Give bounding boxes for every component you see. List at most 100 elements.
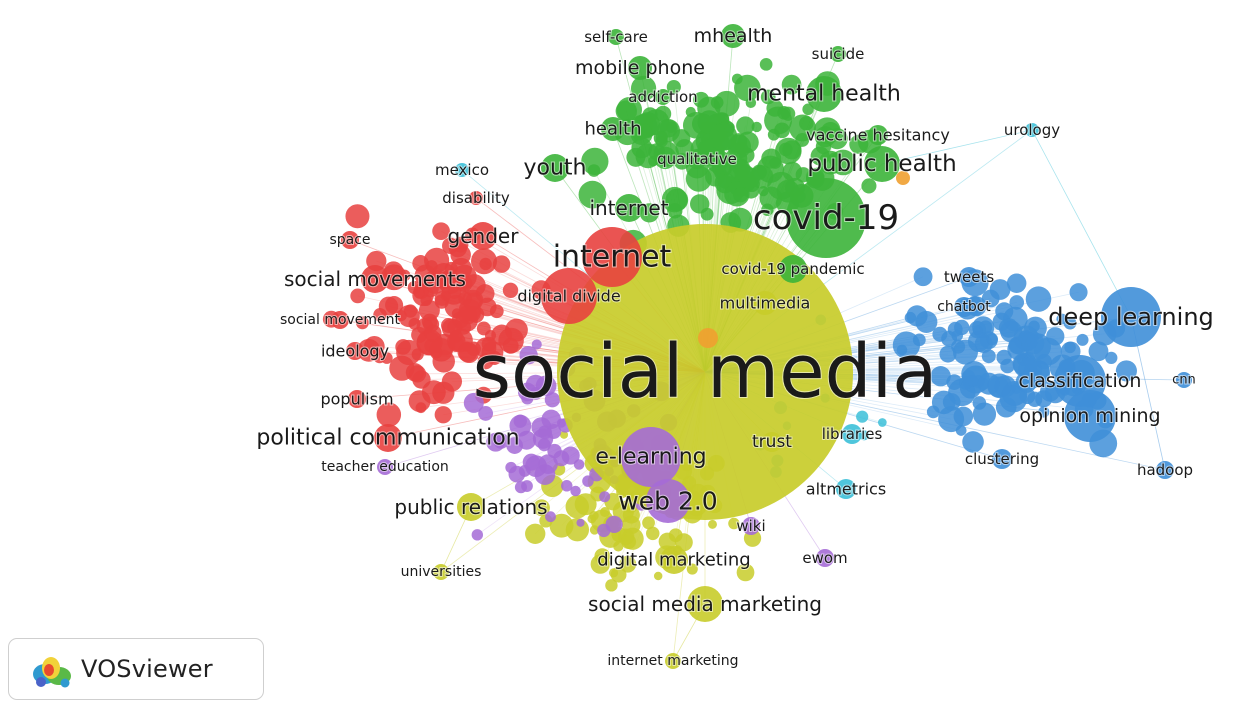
term-node[interactable] bbox=[456, 319, 472, 335]
term-node[interactable] bbox=[856, 410, 869, 423]
node-altmetrics[interactable] bbox=[836, 479, 856, 499]
term-node[interactable] bbox=[685, 106, 696, 118]
term-node[interactable] bbox=[621, 515, 641, 535]
term-node[interactable] bbox=[513, 414, 527, 428]
term-node[interactable] bbox=[517, 430, 537, 450]
term-node[interactable] bbox=[541, 409, 561, 430]
node-teacher-education[interactable] bbox=[377, 459, 393, 475]
term-label-opinion-mining[interactable]: opinion mining bbox=[1018, 404, 1161, 428]
term-node[interactable] bbox=[995, 302, 1014, 321]
node-web-2-0[interactable] bbox=[646, 479, 690, 523]
term-node[interactable] bbox=[953, 406, 974, 427]
term-label-disability[interactable]: disability bbox=[441, 188, 511, 208]
term-node[interactable] bbox=[709, 122, 738, 151]
term-node[interactable] bbox=[589, 525, 600, 535]
term-node[interactable] bbox=[395, 339, 411, 355]
term-node[interactable] bbox=[642, 107, 658, 123]
term-label-ewom[interactable]: ewom bbox=[801, 548, 848, 568]
term-node[interactable] bbox=[502, 337, 519, 354]
term-label-health[interactable]: health bbox=[584, 118, 643, 141]
term-node[interactable] bbox=[654, 105, 672, 123]
term-node[interactable] bbox=[989, 279, 1011, 300]
term-node[interactable] bbox=[639, 203, 659, 223]
term-node[interactable] bbox=[946, 374, 963, 390]
node-mhealth[interactable] bbox=[721, 24, 745, 48]
term-label-space[interactable]: space bbox=[328, 231, 371, 249]
term-node[interactable] bbox=[1021, 331, 1045, 355]
term-node[interactable] bbox=[675, 139, 694, 158]
term-node[interactable] bbox=[734, 74, 761, 102]
term-node[interactable] bbox=[1025, 286, 1052, 312]
node-digital-divide[interactable] bbox=[541, 268, 597, 324]
term-label-cnn[interactable]: cnn bbox=[1171, 372, 1197, 389]
term-node[interactable] bbox=[545, 511, 556, 523]
node-e-learning[interactable] bbox=[621, 427, 681, 487]
term-label-clustering[interactable]: clustering bbox=[964, 449, 1040, 469]
term-node[interactable] bbox=[355, 316, 369, 330]
term-node[interactable] bbox=[533, 499, 550, 517]
term-node[interactable] bbox=[666, 79, 681, 95]
term-label-covid-19[interactable]: covid-19 bbox=[752, 197, 900, 239]
term-node[interactable] bbox=[621, 534, 637, 549]
node-libraries[interactable] bbox=[842, 424, 862, 444]
term-node[interactable] bbox=[471, 529, 484, 541]
node-space[interactable] bbox=[341, 231, 359, 249]
term-node[interactable] bbox=[1006, 273, 1027, 294]
term-node[interactable] bbox=[525, 523, 546, 544]
term-label-qualitative[interactable]: qualitative bbox=[656, 149, 738, 169]
term-label-chatbot[interactable]: chatbot bbox=[936, 298, 992, 316]
node-covid-19-pandemic[interactable] bbox=[779, 255, 807, 283]
term-node[interactable] bbox=[486, 432, 506, 452]
term-label-social-media-marketing[interactable]: social media marketing bbox=[587, 591, 823, 617]
term-node[interactable] bbox=[502, 282, 519, 298]
term-node[interactable] bbox=[781, 74, 802, 95]
term-label-e-learning[interactable]: e-learning bbox=[594, 444, 707, 471]
term-node[interactable] bbox=[713, 90, 740, 117]
term-node[interactable] bbox=[610, 566, 627, 583]
term-label-youth[interactable]: youth bbox=[523, 155, 588, 182]
term-node[interactable] bbox=[955, 425, 967, 436]
term-label-social-movement[interactable]: social movement bbox=[279, 311, 402, 329]
term-node[interactable] bbox=[913, 267, 933, 287]
term-node[interactable] bbox=[450, 244, 471, 266]
term-node[interactable] bbox=[424, 247, 450, 273]
term-node[interactable] bbox=[508, 465, 526, 483]
term-node[interactable] bbox=[942, 393, 961, 411]
term-label-public-relations[interactable]: public relations bbox=[393, 494, 548, 520]
term-node[interactable] bbox=[478, 406, 494, 421]
term-node[interactable] bbox=[814, 126, 836, 148]
term-node[interactable] bbox=[896, 171, 910, 185]
term-node[interactable] bbox=[951, 339, 966, 354]
term-node[interactable] bbox=[421, 380, 446, 405]
term-label-public-health[interactable]: public health bbox=[806, 150, 957, 178]
term-node[interactable] bbox=[751, 121, 762, 133]
node-opinion-mining[interactable] bbox=[1064, 390, 1116, 442]
term-node[interactable] bbox=[345, 204, 370, 229]
term-node[interactable] bbox=[385, 296, 404, 315]
term-label-self-care[interactable]: self-care bbox=[583, 27, 649, 47]
term-label-multimedia[interactable]: multimedia bbox=[719, 293, 812, 314]
term-node[interactable] bbox=[972, 396, 987, 410]
term-node[interactable] bbox=[412, 255, 429, 272]
node-trust[interactable] bbox=[762, 432, 782, 452]
node-covid-19[interactable] bbox=[786, 178, 866, 258]
term-node[interactable] bbox=[578, 180, 607, 209]
term-node[interactable] bbox=[432, 222, 450, 240]
term-node[interactable] bbox=[972, 325, 983, 336]
node-cnn[interactable] bbox=[1176, 372, 1192, 388]
term-node[interactable] bbox=[932, 326, 948, 342]
term-node[interactable] bbox=[1018, 357, 1043, 382]
term-node[interactable] bbox=[613, 541, 624, 552]
node-urology[interactable] bbox=[1025, 123, 1039, 137]
term-node[interactable] bbox=[912, 333, 926, 347]
term-label-urology[interactable]: urology bbox=[1003, 120, 1061, 140]
term-label-internet-main[interactable]: internet bbox=[552, 239, 673, 276]
term-node[interactable] bbox=[685, 165, 712, 192]
term-node[interactable] bbox=[775, 137, 802, 165]
term-node[interactable] bbox=[877, 418, 887, 427]
term-label-internet-green[interactable]: internet bbox=[588, 195, 669, 221]
term-node[interactable] bbox=[522, 453, 540, 471]
term-node[interactable] bbox=[764, 106, 793, 135]
term-node[interactable] bbox=[350, 288, 366, 304]
